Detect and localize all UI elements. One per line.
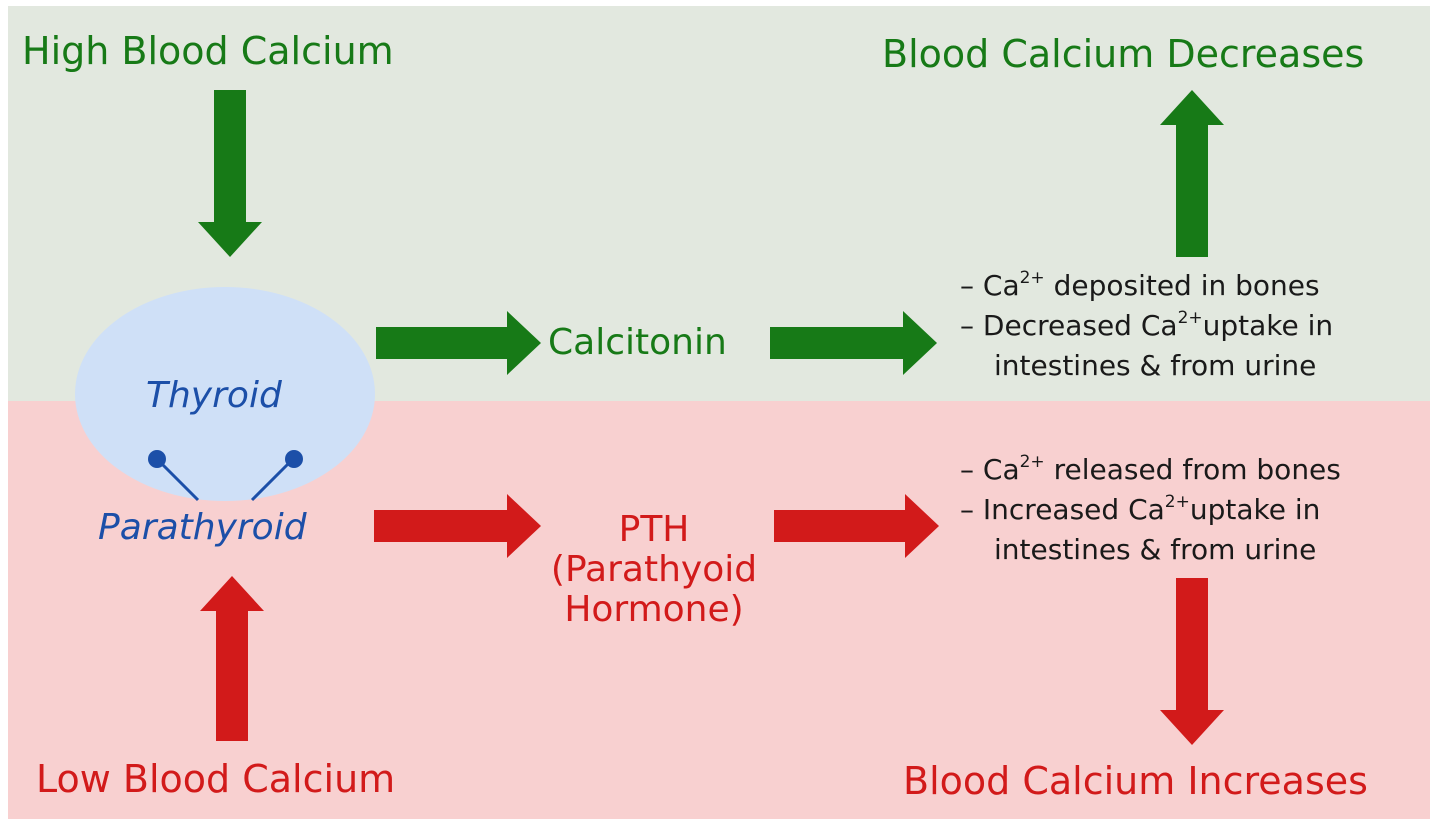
- parathyroid-connector-right: [250, 460, 292, 502]
- arrow-effects-to-calcium-decreases: [1160, 90, 1224, 257]
- parathyroid-label: Parathyroid: [98, 507, 307, 548]
- arrow-calcitonin-to-effects: [770, 311, 937, 375]
- pth-effect-line: intestines & from urine: [994, 533, 1317, 566]
- pth-effect-line: – Increased Ca2+uptake in: [960, 492, 1321, 526]
- thyroid-label: Thyroid: [146, 375, 282, 416]
- low-blood-calcium-label: Low Blood Calcium: [36, 757, 396, 801]
- arrow-thyroid-to-calcitonin: [376, 311, 541, 375]
- calcitonin-effect-line: – Decreased Ca2+uptake in: [960, 308, 1334, 342]
- calcitonin-effect-line: intestines & from urine: [994, 349, 1317, 382]
- calcitonin-label: Calcitonin: [548, 322, 727, 363]
- blood-calcium-increases-label: Blood Calcium Increases: [903, 759, 1368, 803]
- thyroid-gland-shape: [75, 287, 375, 501]
- arrow-high-calcium-to-thyroid: [198, 90, 262, 257]
- arrow-low-calcium-to-parathyroid: [200, 576, 264, 741]
- blood-calcium-decreases-label: Blood Calcium Decreases: [882, 32, 1365, 76]
- pth-effects-list: – Ca2+ released from bones – Increased C…: [960, 450, 1341, 570]
- parathyroid-dot-right: [285, 450, 303, 468]
- pth-label: PTH (Parathyoid Hormone): [550, 509, 758, 630]
- arrow-effects-to-calcium-increases: [1160, 578, 1224, 745]
- arrow-pth-to-effects: [774, 494, 939, 558]
- arrow-parathyroid-to-pth: [374, 494, 541, 558]
- pth-effect-line: – Ca2+ released from bones: [960, 452, 1341, 486]
- parathyroid-dot-left: [148, 450, 166, 468]
- parathyroid-connector-left: [158, 460, 200, 502]
- calcitonin-effects-list: – Ca2+ deposited in bones – Decreased Ca…: [960, 266, 1333, 386]
- calcitonin-effect-line: – Ca2+ deposited in bones: [960, 268, 1320, 302]
- high-blood-calcium-label: High Blood Calcium: [22, 29, 394, 73]
